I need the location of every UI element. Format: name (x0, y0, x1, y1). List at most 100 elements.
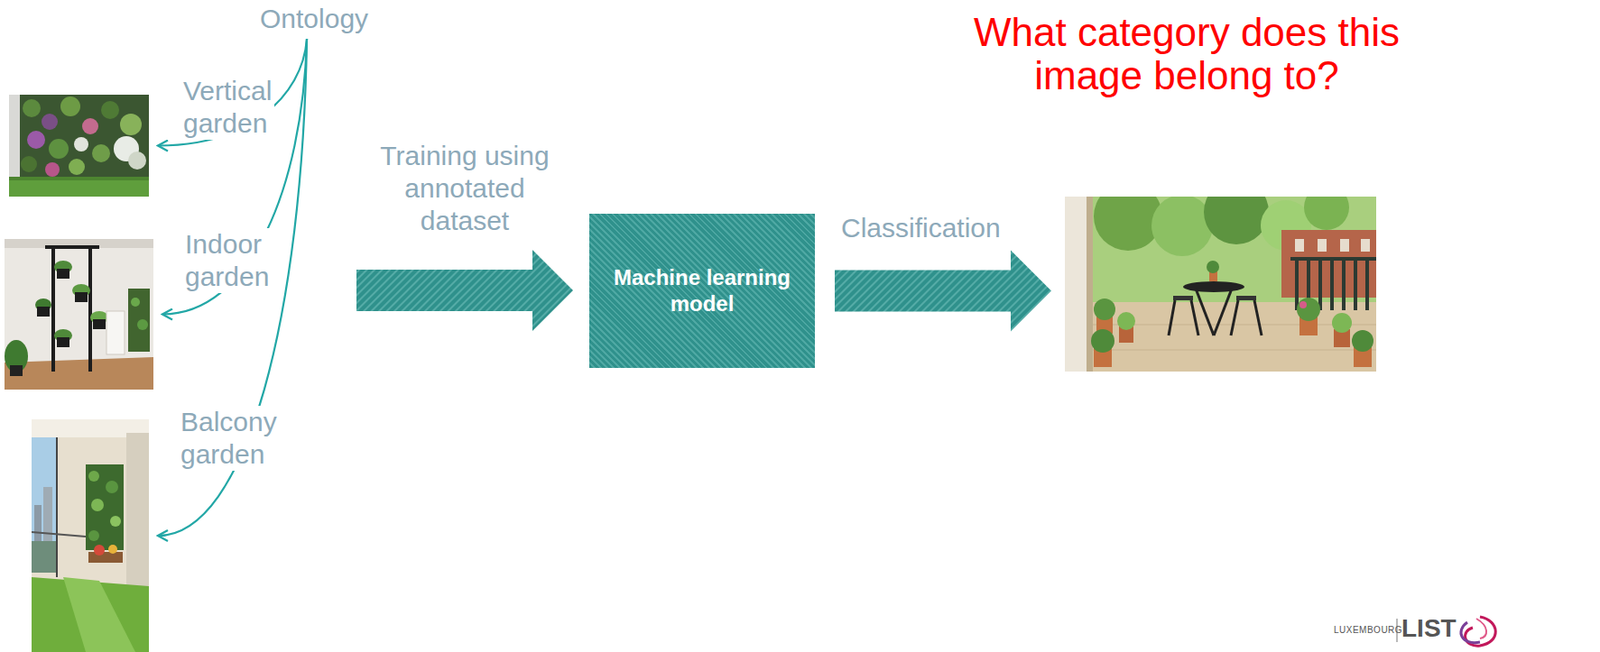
category-image: Indoor garden (4, 239, 154, 390)
indoor-garden-photo-part (130, 297, 140, 307)
vertical-garden-photo-part (9, 94, 149, 197)
logo-mark-part (1476, 619, 1487, 639)
logo-text: LUXEMBOURG (1333, 625, 1403, 636)
question-heading: What category does this image belong to? (952, 10, 1422, 99)
balcony-garden-photo-part (88, 471, 100, 482)
balcony-garden-photo-part (88, 552, 123, 564)
query-balcony-photo-part (1290, 257, 1377, 261)
vertical-garden-photo-part (45, 162, 60, 177)
indoor-garden-photo (4, 239, 154, 390)
balcony-garden-photo-part (31, 532, 86, 537)
ontology-arrow (162, 38, 307, 315)
vertical-garden-photo-part (82, 118, 99, 135)
balcony-garden-photo-part (31, 541, 57, 574)
logo-text: LIST (1401, 615, 1457, 644)
category-label: Balcony garden (177, 406, 280, 472)
balcony-garden-photo-part (31, 437, 57, 574)
balcony-garden-photo-part (55, 437, 58, 578)
vertical-garden-photo-part (22, 99, 41, 118)
balcony-garden-photo-part (93, 545, 105, 556)
query-balcony-photo-part (1093, 298, 1116, 321)
query-balcony-photo-part (1206, 260, 1220, 274)
training-arrow (356, 249, 574, 332)
query-balcony-photo-part (1203, 196, 1269, 245)
indoor-garden-photo-part (106, 311, 125, 355)
query-balcony-photo-part (1151, 196, 1213, 257)
query-balcony-photo-part (1353, 260, 1358, 311)
node-title: Ontology (259, 2, 369, 36)
query-balcony-photo-part (1299, 301, 1307, 309)
query-balcony-photo-part (1254, 300, 1262, 336)
query-balcony-photo-part (1086, 196, 1093, 372)
vertical-garden-photo-part (73, 137, 89, 152)
balcony-garden-photo (31, 419, 149, 652)
query-balcony-photo-part (1351, 330, 1374, 352)
query-balcony-photo-part (1230, 300, 1239, 336)
query-balcony-photo-part (1236, 295, 1257, 301)
indoor-garden-photo-part (4, 239, 154, 249)
indoor-garden-photo-part (56, 268, 70, 279)
arrow-caption: Training using annotated dataset (360, 139, 569, 238)
indoor-garden-photo-part (88, 245, 93, 372)
balcony-garden-photo-part (105, 480, 119, 494)
query-balcony-photo-part (1341, 260, 1346, 311)
balcony-garden-photo-part (85, 464, 124, 551)
indoor-garden-photo-part (9, 365, 23, 377)
query-balcony-photo-part (1340, 239, 1350, 252)
query-image: What category does this image belong to? (1064, 196, 1377, 372)
vertical-garden-photo-part (9, 176, 149, 197)
vertical-garden-photo-part (9, 94, 20, 181)
vertical-garden-photo-part (9, 176, 149, 181)
balcony-garden-photo-part (91, 499, 104, 512)
query-balcony-photo-part (1173, 295, 1194, 301)
indoor-garden-photo-part (92, 319, 106, 330)
balcony-garden-photo-part (31, 419, 149, 652)
query-balcony-photo-part (1365, 260, 1369, 311)
query-balcony-photo (1064, 196, 1377, 372)
vertical-garden-photo-part (68, 158, 85, 176)
balcony-garden-photo-part (110, 516, 121, 528)
ontology-root: Ontology (259, 2, 369, 36)
query-balcony-photo-part (1360, 239, 1370, 252)
vertical-garden-photo-part (27, 130, 46, 149)
edge-label: Classification (839, 212, 1003, 245)
balcony-garden-photo-part (63, 577, 136, 652)
logo-mark-part (1461, 622, 1480, 644)
query-balcony-photo-part (1213, 288, 1232, 336)
indoor-garden-photo-part (36, 306, 50, 317)
query-balcony-photo-part (1064, 196, 1087, 372)
vertical-garden-photo-part (20, 156, 37, 173)
indoor-garden-photo-part (56, 337, 70, 348)
model-box: Machine learning model (589, 213, 815, 369)
vertical-garden-photo-part (48, 138, 69, 159)
query-balcony-photo-part (1117, 312, 1136, 331)
indoor-garden-photo-part (51, 245, 56, 372)
box-label: Machine learning model (607, 265, 797, 318)
query-balcony-photo-part (1296, 297, 1321, 322)
query-balcony-photo-part (1294, 260, 1299, 311)
query-balcony-photo-part (1191, 300, 1199, 336)
vertical-garden-photo-part (60, 96, 81, 117)
vertical-garden-photo-part (120, 113, 142, 136)
balcony-garden-photo-part (31, 577, 149, 652)
vertical-garden-photo-part (128, 151, 147, 170)
vertical-garden-photo-part (101, 101, 120, 120)
balcony-garden-photo-part (126, 433, 149, 587)
query-balcony-photo-part (1317, 239, 1327, 252)
ontology-arrow (157, 38, 307, 537)
indoor-garden-photo-part (137, 319, 148, 331)
category-label: Vertical garden (180, 74, 275, 140)
balcony-garden-photo-part (88, 530, 100, 542)
vertical-garden-photo-part (41, 113, 58, 130)
category-image: Vertical garden (9, 94, 149, 197)
query-balcony-photo-part (1331, 313, 1352, 333)
query-balcony-photo-part (1318, 260, 1323, 311)
balcony-garden-photo-part (108, 545, 118, 555)
query-balcony-photo-part (1330, 260, 1334, 311)
query-balcony-photo-part (1304, 196, 1350, 231)
indoor-garden-photo-part (74, 292, 88, 303)
query-balcony-photo-part (1195, 288, 1214, 336)
indoor-garden-photo-part (128, 288, 150, 352)
indoor-garden-photo-part (45, 245, 100, 250)
